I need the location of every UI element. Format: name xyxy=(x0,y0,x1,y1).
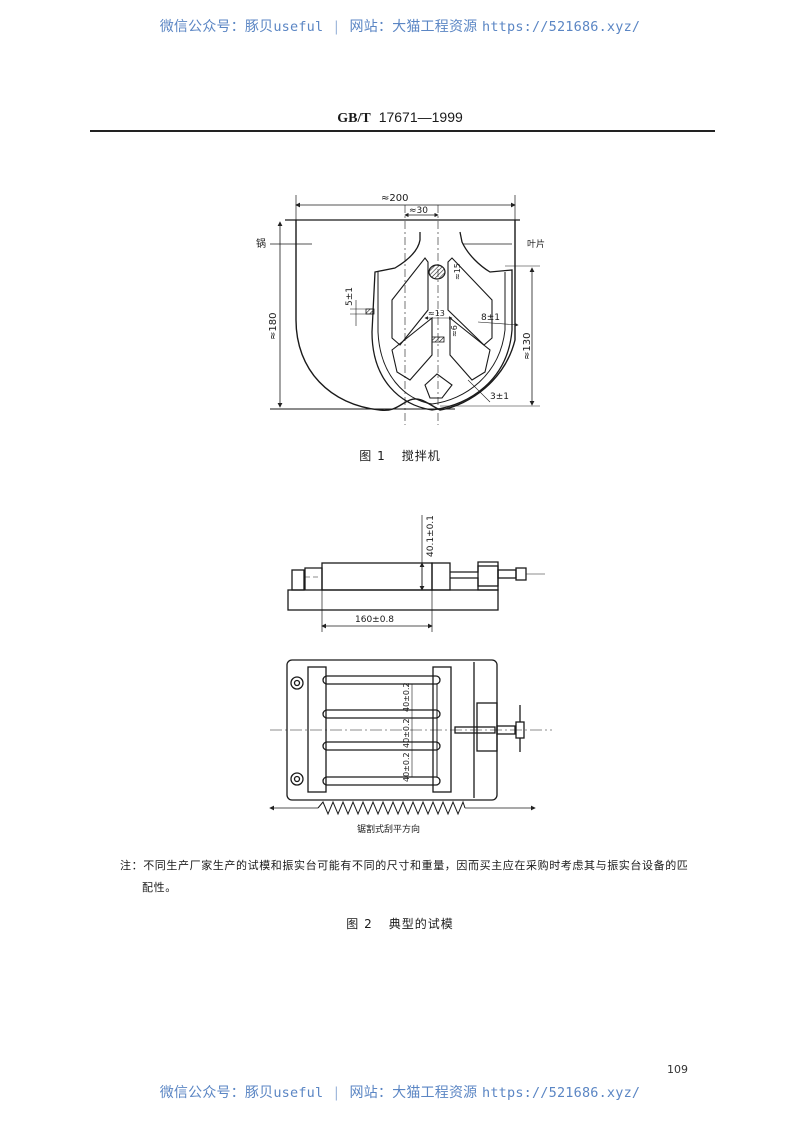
watermark-wechat-id: useful xyxy=(273,1085,324,1101)
watermark-site-label: 网站：大猫工程资源 xyxy=(349,1085,478,1101)
figure1-mixer-drawing xyxy=(270,195,540,425)
figure2-caption: 图 2 典型的试模 xyxy=(0,915,800,932)
note-line-2: 配性。 xyxy=(142,881,177,894)
dim-slot-1: 40±0.2 xyxy=(402,682,411,712)
figure2-top-view xyxy=(269,659,552,816)
dim-slot-3: 40±0.2 xyxy=(402,752,411,782)
dim-gap-side: 5±1 xyxy=(345,287,355,306)
standard-prefix: GB/T xyxy=(337,111,371,126)
watermark-url[interactable]: https://521686.xyz/ xyxy=(482,19,641,35)
figure2-side-view xyxy=(287,515,545,632)
figure2-title: 典型的试模 xyxy=(388,917,454,931)
figure2-top-labels: 40±0.2 40±0.2 40±0.2 锯割式刮平方向 xyxy=(357,682,420,835)
dim-mold-length: 160±0.8 xyxy=(355,615,394,625)
watermark-wechat-label: 微信公众号：豚贝 xyxy=(159,1085,274,1101)
note-paragraph: 注：不同生产厂家生产的试模和振实台可能有不同的尺寸和重量，因而买主应在采购时考虑… xyxy=(120,855,720,899)
dim-height-blade: ≈130 xyxy=(522,333,533,360)
header-rule xyxy=(90,130,715,132)
bowl-outline xyxy=(295,220,516,412)
watermark-top: 微信公众号：豚贝useful | 网站：大猫工程资源 https://52168… xyxy=(0,16,800,36)
figure1-labels: ≈200 ≈30 锅 叶片 ≈180 ≈130 ≈15 5±1 ≈13 ≈6 8… xyxy=(256,193,545,402)
standard-number: 17671—1999 xyxy=(378,109,463,125)
figure1-caption: 图 1 搅拌机 xyxy=(0,447,800,464)
figure1-number: 图 1 xyxy=(359,449,386,463)
watermark-site-label: 网站：大猫工程资源 xyxy=(349,19,478,35)
page-number: 109 xyxy=(667,1063,688,1076)
note-line-1: 注：不同生产厂家生产的试模和振实台可能有不同的尺寸和重量，因而买主应在采购时考虑… xyxy=(120,859,689,872)
dim-width-total: ≈200 xyxy=(381,193,408,204)
watermark-wechat-label: 微信公众号：豚贝 xyxy=(159,19,274,35)
watermark-bottom: 微信公众号：豚贝useful | 网站：大猫工程资源 https://52168… xyxy=(0,1082,800,1102)
figure2-side-labels: 40.1±0.1 160±0.8 xyxy=(355,515,436,625)
watermark-separator: | xyxy=(333,19,339,35)
label-blade: 叶片 xyxy=(527,238,545,250)
watermark-wechat-id: useful xyxy=(273,19,324,35)
watermark-separator: | xyxy=(333,1085,339,1101)
dim-inner-height: ≈6 xyxy=(450,325,459,337)
watermark-url[interactable]: https://521686.xyz/ xyxy=(482,1085,641,1101)
dim-bottom-gap: 3±1 xyxy=(490,392,509,402)
standard-header: GB/T 17671—1999 xyxy=(0,109,800,127)
dim-width-center: ≈30 xyxy=(409,206,428,216)
blade-outline xyxy=(371,231,513,411)
dim-slot-2: 40±0.2 xyxy=(402,718,411,748)
dim-height-total: ≈180 xyxy=(268,313,279,340)
label-scrape-direction: 锯割式刮平方向 xyxy=(357,823,420,835)
label-bowl: 锅 xyxy=(256,238,266,250)
dim-rod-diameter: ≈15 xyxy=(453,263,462,280)
dim-edge-gap: 8±1 xyxy=(481,313,500,323)
dim-mold-height: 40.1±0.1 xyxy=(426,515,436,557)
figure1-title: 搅拌机 xyxy=(401,449,441,463)
figure2-number: 图 2 xyxy=(346,917,373,931)
dim-inner-width: ≈13 xyxy=(428,309,445,318)
